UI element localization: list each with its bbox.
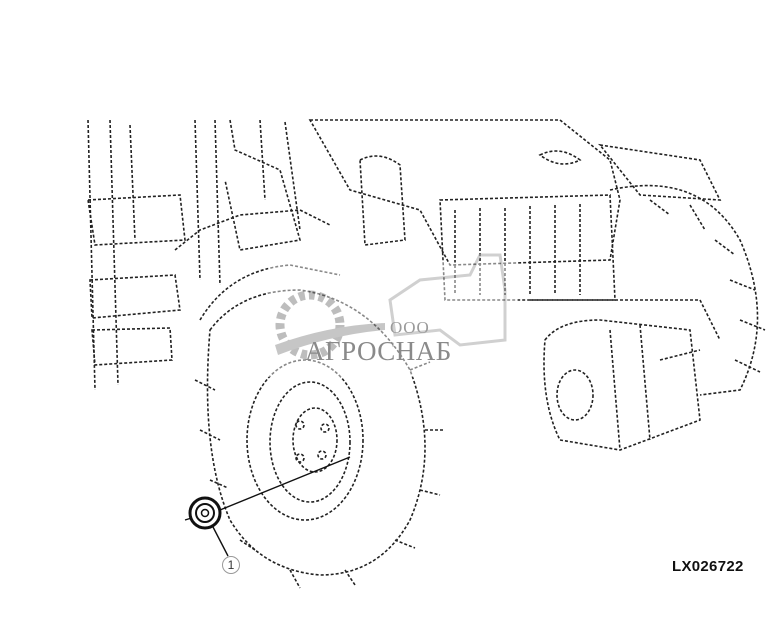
rear-tire xyxy=(194,264,445,589)
callout-number: 1 xyxy=(222,556,240,574)
watermark-name: АГРОСНАБ xyxy=(305,336,452,366)
figure-id-label: LX026722 xyxy=(672,558,744,575)
watermark-prefix: ООО xyxy=(390,318,430,337)
nut-part xyxy=(184,456,351,557)
watermark-logo xyxy=(268,253,518,377)
cab-outline xyxy=(87,119,331,391)
callout-leader xyxy=(212,526,229,557)
leader-line xyxy=(219,456,351,511)
front-tire xyxy=(609,184,766,396)
front-weight xyxy=(530,299,721,451)
